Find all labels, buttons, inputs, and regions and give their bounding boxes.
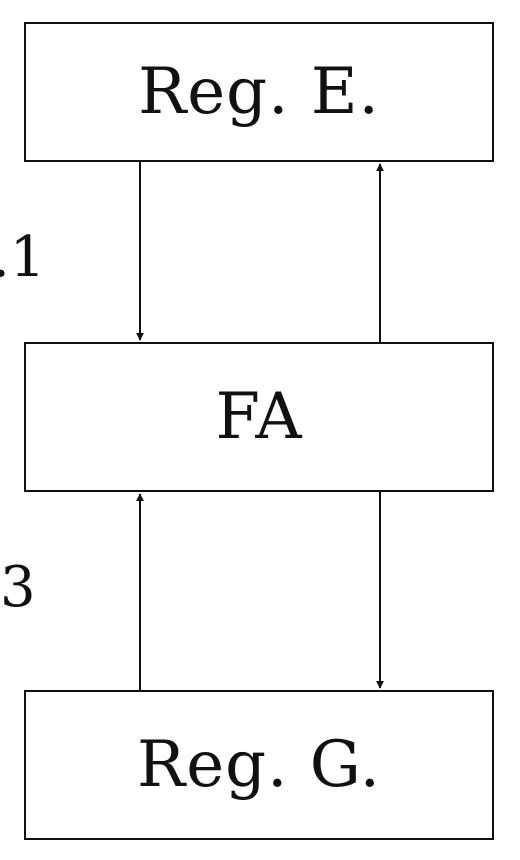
reg-g-label: Reg. G.: [137, 728, 381, 802]
fa-node: FA: [24, 342, 494, 492]
edge-label-top: .1: [0, 225, 46, 290]
edge-label-bottom: 3: [0, 555, 36, 620]
reg-e-node: Reg. E.: [24, 22, 494, 162]
fa-label: FA: [215, 380, 303, 454]
reg-g-node: Reg. G.: [24, 690, 494, 840]
reg-e-label: Reg. E.: [138, 55, 380, 129]
